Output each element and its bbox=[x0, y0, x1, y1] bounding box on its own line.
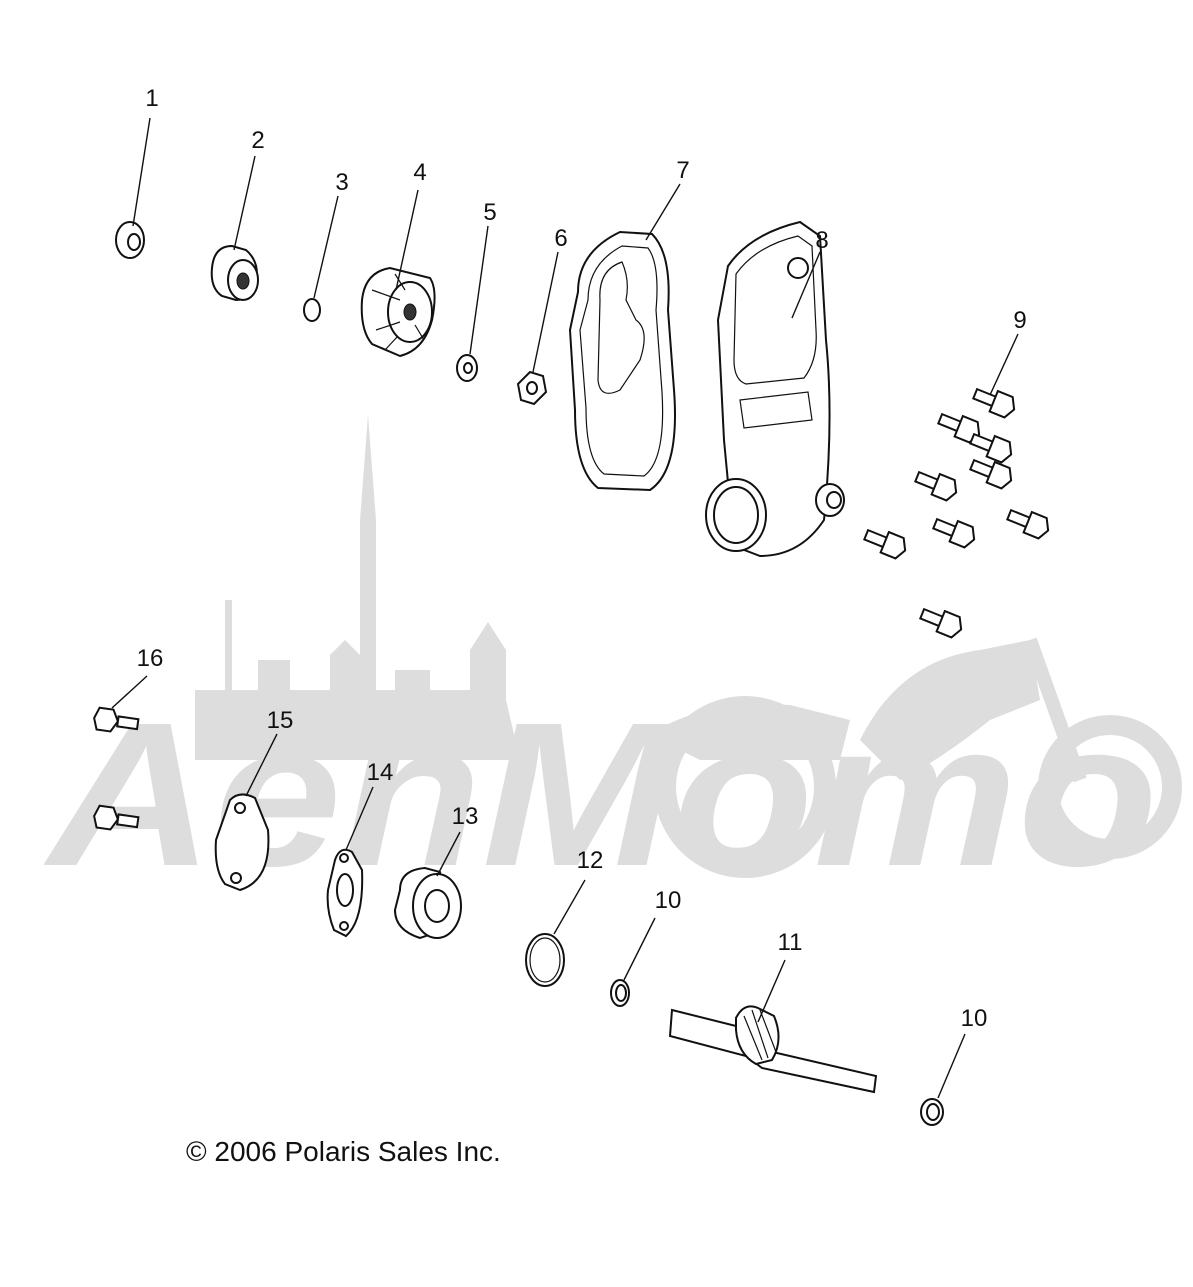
callout-7: 7 bbox=[676, 157, 689, 184]
watermark-motorcycle bbox=[650, 637, 1182, 878]
part-11-shaft bbox=[668, 1005, 878, 1094]
callout-labels: 1 2 3 4 5 6 7 8 9 10 11 10 12 13 14 15 1… bbox=[137, 85, 1027, 1032]
callout-15: 15 bbox=[267, 707, 294, 734]
part-16-bolts bbox=[93, 706, 140, 831]
copyright-notice: © 2006 Polaris Sales Inc. bbox=[186, 1136, 501, 1167]
part-8-pump-cover bbox=[705, 220, 845, 558]
callout-13: 13 bbox=[452, 803, 479, 830]
part-1-seal bbox=[115, 221, 145, 259]
callout-9: 9 bbox=[1013, 307, 1026, 334]
callout-16: 16 bbox=[137, 645, 164, 672]
callout-11: 11 bbox=[778, 929, 803, 956]
callout-4: 4 bbox=[413, 159, 426, 186]
part-6-nut bbox=[516, 370, 548, 406]
part-13-bushing bbox=[393, 866, 462, 940]
leader-lines bbox=[111, 117, 1019, 1099]
callout-8: 8 bbox=[815, 227, 828, 254]
part-14-flange-gasket bbox=[326, 848, 364, 938]
watermark-wordmark: AehMomo bbox=[42, 680, 1158, 909]
part-5-washer bbox=[456, 354, 478, 382]
callout-6: 6 bbox=[554, 225, 567, 252]
watermark-castle bbox=[195, 415, 520, 760]
callout-14: 14 bbox=[367, 759, 394, 786]
callout-5: 5 bbox=[483, 199, 496, 226]
callout-12: 12 bbox=[577, 847, 604, 874]
part-10-washer-lower bbox=[920, 1098, 944, 1126]
callout-10-lower: 10 bbox=[961, 1005, 988, 1032]
callout-10-upper: 10 bbox=[655, 887, 682, 914]
part-10-washer-upper bbox=[610, 979, 630, 1007]
callout-1: 1 bbox=[145, 85, 158, 112]
callout-3: 3 bbox=[335, 169, 348, 196]
part-7-gasket bbox=[568, 230, 676, 492]
watermark: AehMomo bbox=[42, 415, 1182, 909]
part-12-o-ring bbox=[525, 933, 565, 987]
part-15-plate bbox=[214, 793, 270, 892]
part-2-bearing bbox=[210, 244, 259, 302]
callout-2: 2 bbox=[251, 127, 264, 154]
part-3-o-ring bbox=[303, 298, 321, 322]
part-4-impeller bbox=[360, 266, 436, 358]
part-9-bolts bbox=[863, 387, 1050, 639]
